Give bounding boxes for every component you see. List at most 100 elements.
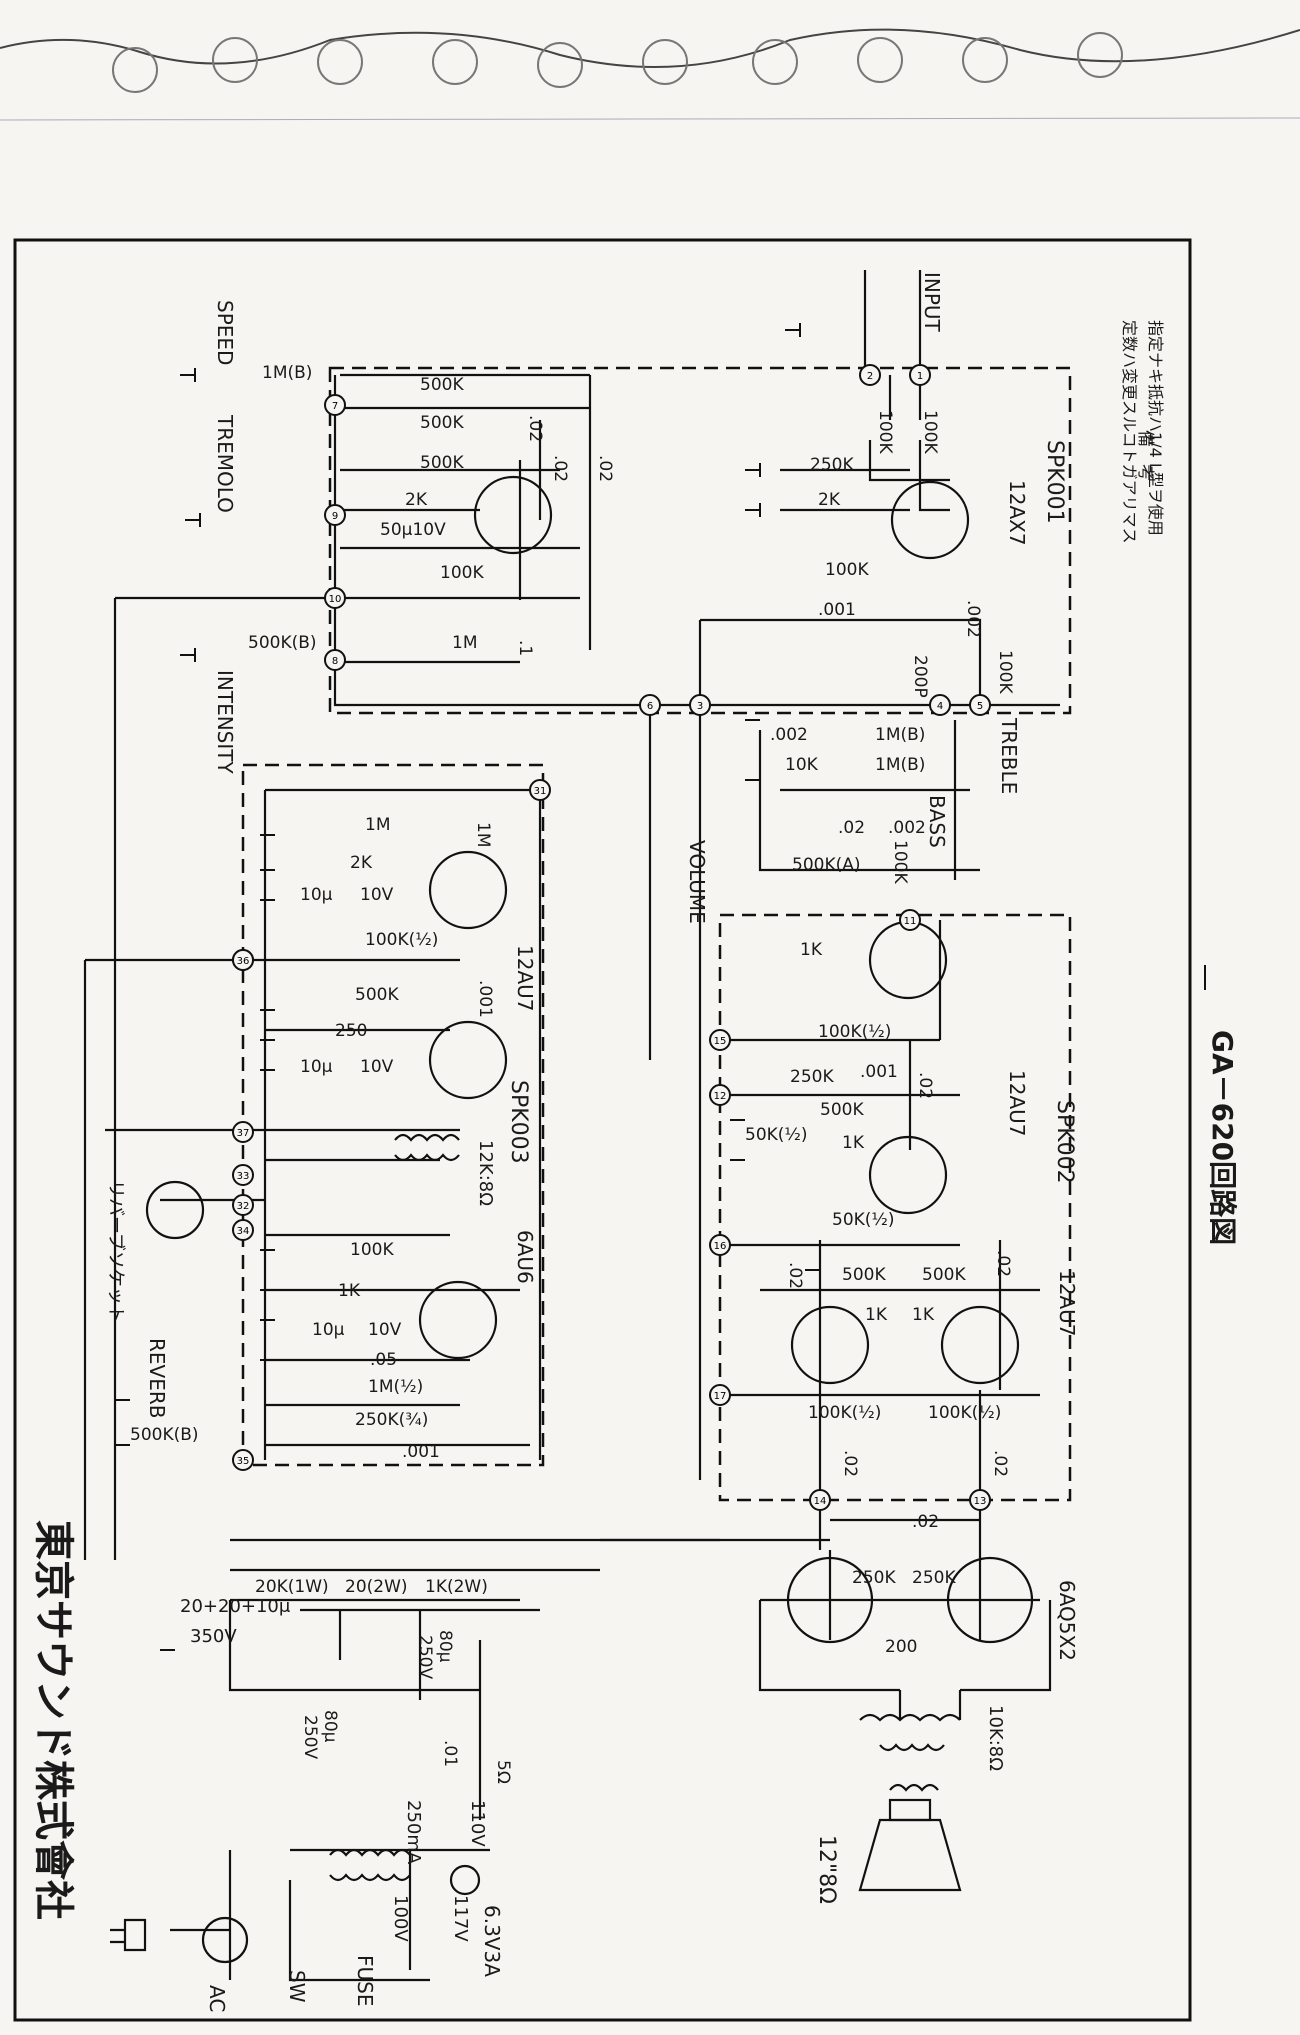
component-values: 500K 500K 500K .02 .02 .02 2K 50μ10V 100… — [130, 363, 1015, 1784]
comp-100k-c: 100K — [995, 650, 1015, 694]
tube-6aq5-b — [946, 1556, 1034, 1644]
company-name: 東京サウンド株式會社 — [30, 1520, 76, 1920]
comp-100k-b: 100K — [825, 560, 869, 580]
comp-02-h: .02 — [990, 1450, 1010, 1477]
pin-1 — [909, 364, 931, 386]
tube-12au7-e — [790, 1305, 870, 1385]
pin-36 — [232, 949, 254, 971]
reverb-socket-icon — [145, 1180, 205, 1240]
tube-6au6 — [418, 1280, 498, 1360]
tremolo-label: TREMOLO — [213, 414, 237, 513]
power-transformer-coil — [329, 1848, 411, 1857]
pin-8 — [324, 649, 346, 671]
comp-2k-b: 2K — [818, 490, 841, 510]
filter-voltage-label: 350V — [190, 1626, 237, 1647]
comp-01-ps: .01 — [440, 1740, 460, 1767]
pin-label-34: 34 — [237, 1226, 250, 1237]
diagram-title: GA－620回路図 — [1206, 1030, 1239, 1245]
comp-100k-half: 100K(½) — [365, 930, 438, 950]
pin-label-36: 36 — [237, 956, 250, 967]
pin-label-15: 15 — [714, 1036, 727, 1047]
comp-002-b: .002 — [770, 725, 808, 745]
tube-label-1: 12AX7 — [1005, 480, 1029, 546]
pin-label-6: 6 — [647, 701, 653, 712]
pin-label-8: 8 — [332, 656, 338, 667]
heater-label: 6.3V3A — [480, 1905, 504, 1977]
comp-001-d: .001 — [860, 1062, 898, 1082]
comp-100k-half-c: 100K(½) — [808, 1403, 881, 1423]
comp-100k-half-d: 100K(½) — [928, 1403, 1001, 1423]
pin-label-12: 12 — [714, 1091, 727, 1102]
spk002-box — [718, 913, 1072, 1502]
comp-02-1: .02 — [525, 415, 545, 442]
ac-plug-icon — [110, 1918, 147, 1952]
pin-label-35: 35 — [237, 1456, 250, 1467]
comp-002-tone: .002 — [888, 818, 926, 838]
pin-label-11: 11 — [904, 916, 917, 927]
pin-label-14: 14 — [814, 1496, 827, 1507]
tube-tremolo-osc — [473, 475, 553, 555]
reverb-socket-label: リバーブソケット — [105, 1180, 127, 1323]
comp-02-g: .02 — [840, 1450, 860, 1477]
pin-17 — [709, 1384, 731, 1406]
pin-33 — [232, 1164, 254, 1186]
pin-16 — [709, 1234, 731, 1256]
reverb-transformer-label: 12K:8Ω — [475, 1140, 496, 1206]
comp-10v: 10V — [360, 885, 394, 905]
comp-100k-in1: 100K — [920, 410, 940, 454]
tube-label-5: 6AU6 — [513, 1230, 537, 1284]
comp-10k: 10K — [785, 755, 819, 775]
comp-80u-a: 80μ — [435, 1630, 455, 1663]
comp-10u: 10μ — [300, 885, 333, 905]
comp-250k-out2: 250K — [912, 1568, 956, 1588]
comp-02-2: .02 — [550, 455, 570, 482]
bass-label: BASS — [925, 795, 949, 848]
tap-117v-label: 117V — [450, 1895, 471, 1942]
comp-02-e: .02 — [785, 1262, 805, 1289]
pin-6 — [639, 694, 661, 716]
speaker-magnet — [888, 1798, 932, 1822]
comp-1k-d: 1K — [842, 1133, 865, 1153]
tube-6aq5-a — [786, 1556, 874, 1644]
tube-12au7-d — [868, 1135, 948, 1215]
binder-holes — [112, 32, 1123, 93]
comp-200: 200 — [885, 1637, 917, 1657]
pin-label-16: 16 — [714, 1241, 727, 1252]
comp-1mb-treble: 1M(B) — [875, 725, 925, 745]
comp-1m-rev2: 1M — [473, 822, 493, 847]
comp-1mb: 1M(B) — [262, 363, 312, 383]
comp-20k-1w: 20K(1W) — [255, 1577, 329, 1597]
comp-250k: 250K — [810, 455, 854, 475]
pin-7 — [324, 394, 346, 416]
pin-label-7: 7 — [332, 401, 338, 412]
notes-line-2: 定数ハ変更スルコトガアリマス — [1120, 320, 1139, 544]
tube-label-2: 12AU7 — [513, 945, 537, 1012]
pin-37 — [232, 1121, 254, 1143]
comp-10v-c: 10V — [368, 1320, 402, 1340]
ac-label: AC — [205, 1985, 229, 2012]
comp-2k: 2K — [405, 490, 428, 510]
comp-1k-e: 1K — [865, 1305, 888, 1325]
sw-label: SW — [285, 1970, 309, 2003]
intensity-label: INTENSITY — [213, 670, 237, 774]
notes-line-1: 指定ナキ抵抗ハ1/4 L型ヲ使用 — [1146, 320, 1165, 536]
reverb-transformer-coil — [394, 1133, 460, 1142]
pin-label-37: 37 — [237, 1128, 250, 1139]
comp-200p: 200P — [910, 655, 930, 698]
comp-05: .05 — [370, 1350, 397, 1370]
tap-100v-label: 100V — [390, 1895, 411, 1942]
pin-label-13: 13 — [974, 1496, 987, 1507]
spk003-label: SPK003 — [506, 1080, 531, 1164]
pin-label-4: 4 — [937, 701, 943, 712]
comp-1mb-bass: 1M(B) — [875, 755, 925, 775]
comp-02-d: .02 — [915, 1072, 935, 1099]
comp-250k-out1: 250K — [852, 1568, 896, 1588]
tube-label-4: 12AU7 — [1055, 1270, 1079, 1337]
pin-5 — [969, 694, 991, 716]
comp-500kb-rev: 500K(B) — [130, 1425, 199, 1445]
comp-001-c: .001 — [402, 1442, 440, 1462]
comp-001: .001 — [818, 600, 856, 620]
comp-1m-rev: 1M — [365, 815, 390, 835]
